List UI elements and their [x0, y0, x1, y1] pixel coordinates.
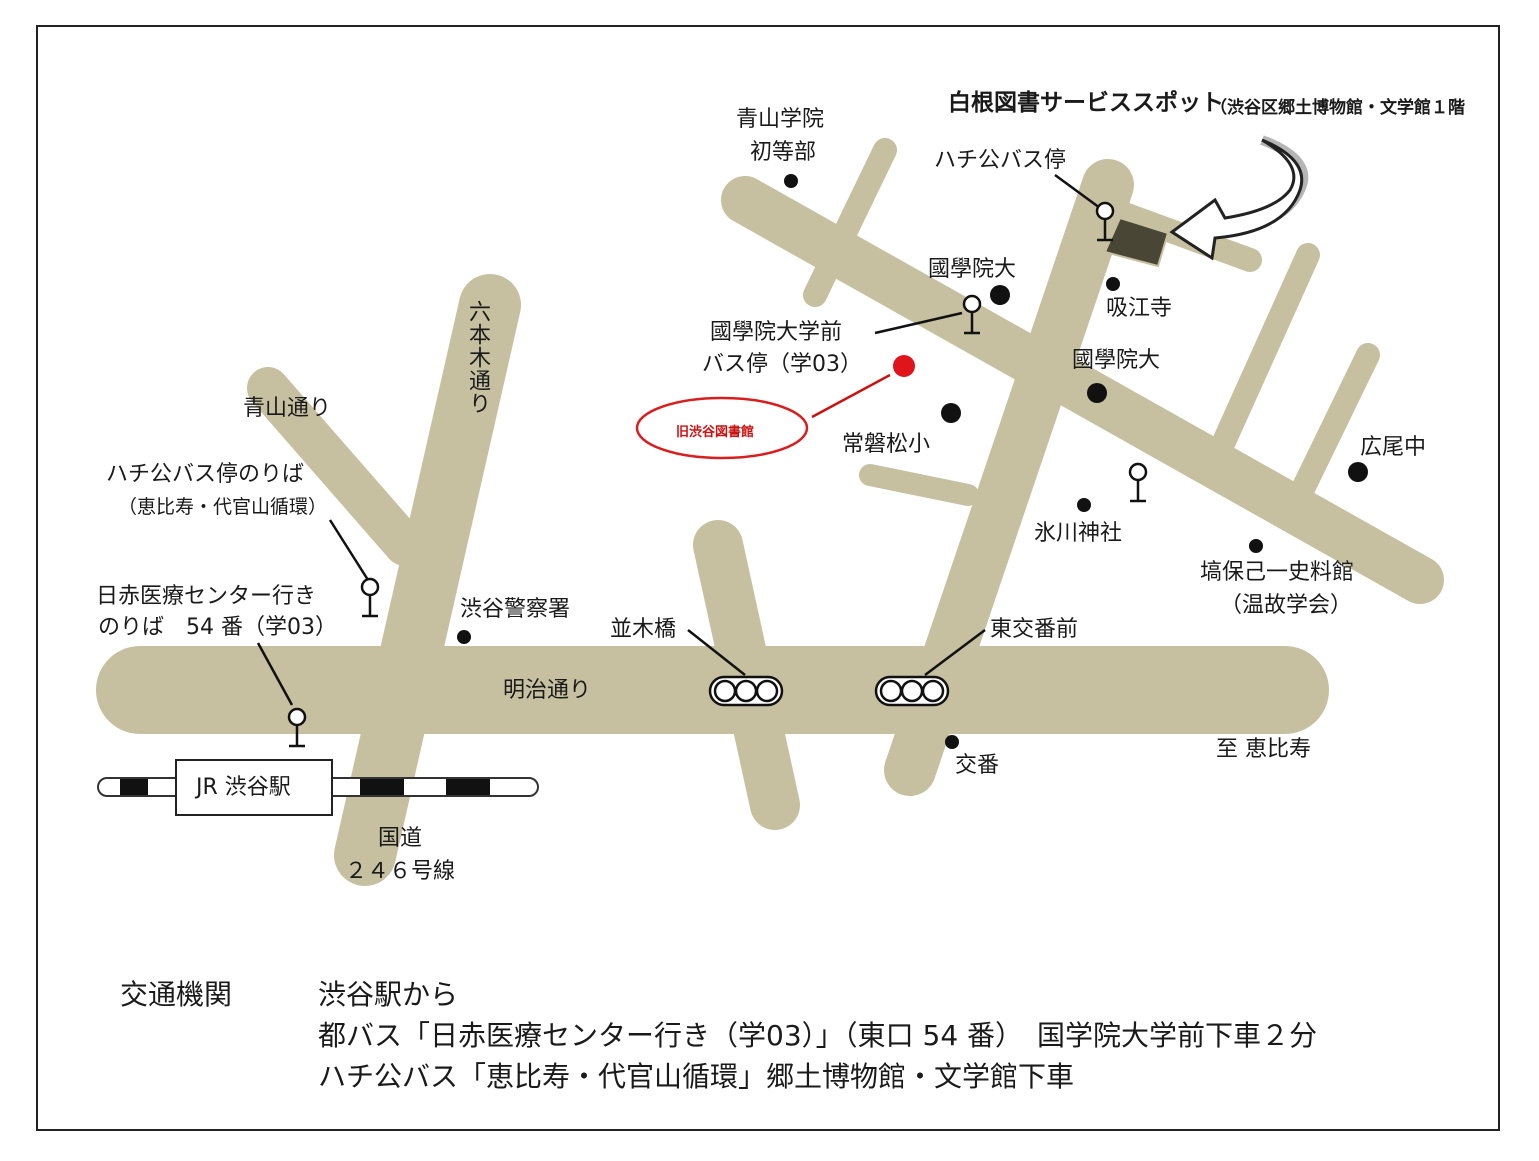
access-heading: 交通機関	[120, 978, 233, 1011]
road-tokiwamatsu	[859, 464, 979, 506]
railway-black-3	[446, 779, 490, 795]
label-kokugakuin-a: 國學院大	[928, 257, 1017, 282]
dot-hikawa	[1077, 498, 1091, 512]
bus-stop-icons	[287, 201, 1148, 748]
label-hachiko-board-1: ハチ公バス停のりば	[106, 462, 305, 487]
road-higashi	[884, 159, 1134, 796]
road-right-2	[1288, 343, 1380, 507]
label-roppongi-dori: 六本木通り	[465, 300, 490, 415]
label-namikibashi: 並木橋	[610, 617, 677, 642]
bus-stop-icon-hachiko-board	[360, 577, 380, 618]
map-title: 白根図書サービススポット	[948, 90, 1224, 116]
label-old-library: 旧渋谷図書館	[676, 425, 755, 440]
label-kyukoji: 吸江寺	[1106, 296, 1173, 321]
dot-hanawa	[1249, 539, 1263, 553]
label-hikawa: 氷川神社	[1034, 521, 1123, 546]
label-kokugakuin-stop-1: 國學院大学前	[710, 320, 843, 345]
railway-black-2	[360, 779, 404, 795]
bus-stop-icon-kokugakuin	[962, 294, 982, 335]
dot-kokugakuin-b	[1087, 383, 1107, 403]
label-police: 渋谷警察署	[460, 597, 571, 622]
label-tokiwamatsu: 常磐松小	[842, 432, 931, 457]
label-meiji-dori: 明治通り	[503, 678, 592, 703]
place-dots	[457, 174, 1368, 749]
label-hachiko-board-2: （恵比寿・代官山循環）	[118, 496, 328, 518]
dot-aoyama-gakuin	[784, 174, 798, 188]
label-koban: 交番	[955, 753, 1000, 778]
dot-hiroo	[1348, 462, 1368, 482]
road-aoyama-gakuin	[803, 138, 897, 307]
road-diagonal-main	[721, 176, 1444, 604]
label-route246-1: 国道	[378, 826, 423, 851]
dot-kokugakuin-a	[990, 285, 1010, 305]
dot-police	[457, 630, 471, 644]
callout-higashi	[924, 629, 986, 676]
callout-old-library	[811, 373, 891, 419]
label-to-ebisu: 至 恵比寿	[1216, 737, 1311, 762]
label-hachiko-top-stop: ハチ公バス停	[934, 148, 1067, 173]
access-line-2: 都バス「日赤医療センター行き（学03）」（東口 54 番） 国学院大学前下車２分	[318, 1019, 1318, 1052]
label-higashi-kobanmae: 東交番前	[990, 617, 1079, 642]
callout-hachiko-board	[328, 519, 370, 581]
label-route246-2: ２４６号線	[345, 859, 456, 884]
access-line-1: 渋谷駅から	[318, 978, 459, 1011]
callout-lines	[256, 173, 1101, 706]
label-aoyama-gakuin-2: 初等部	[750, 140, 817, 165]
station-box	[175, 759, 333, 816]
label-hiroo: 広尾中	[1360, 435, 1427, 460]
callout-nisseki	[256, 642, 294, 706]
bus-stop-icon-nisseki	[287, 707, 307, 748]
curved-arrow-icon	[1169, 138, 1304, 261]
label-kokugakuin-stop-2: バス停（学03）	[702, 352, 862, 377]
dot-tokiwamatsu	[941, 403, 961, 423]
road-aoyama-dori	[247, 367, 426, 566]
traffic-signals	[708, 675, 950, 707]
label-nisseki-1: 日赤医療センター行き	[96, 584, 317, 609]
label-hanawa-2: （温故学会）	[1220, 593, 1353, 618]
signal-icon-namikibashi	[708, 675, 784, 707]
railway-black-1	[120, 779, 148, 795]
access-line-3: ハチ公バス「恵比寿・代官山循環」郷土博物館・文学館下車	[318, 1060, 1075, 1093]
dot-koban	[945, 735, 959, 749]
map-title-note: （渋谷区郷土博物館・文学館１階	[1210, 98, 1465, 118]
arrow	[1169, 135, 1309, 261]
callout-namikibashi	[687, 629, 746, 676]
railway	[97, 759, 539, 816]
old-library-oval	[635, 396, 809, 460]
road-namikibashi	[693, 520, 800, 830]
label-nisseki-2: のりば 54 番（学03）	[98, 615, 337, 640]
bus-stop-icon-hikawa	[1128, 462, 1148, 503]
road-roppongi-dori	[334, 274, 521, 886]
label-aoyama-dori: 青山通り	[243, 396, 332, 421]
label-hanawa-1: 塙保己一史料館	[1200, 560, 1355, 585]
callout-kokugakuin-stop	[874, 311, 963, 335]
label-kokugakuin-b: 國學院大	[1072, 348, 1161, 373]
callout-hachiko-top	[1054, 173, 1101, 210]
old-library-red-dot	[893, 355, 915, 377]
label-aoyama-gakuin-1: 青山学院	[736, 107, 825, 132]
label-jr-shibuya-station: JR 渋谷駅	[196, 775, 291, 800]
bus-stop-icon-hachiko-top	[1095, 201, 1115, 242]
map-frame	[36, 25, 1500, 1131]
dot-kyukoji	[1106, 277, 1120, 291]
road-right-1	[1206, 243, 1320, 467]
signal-icon-higashi	[874, 675, 950, 707]
